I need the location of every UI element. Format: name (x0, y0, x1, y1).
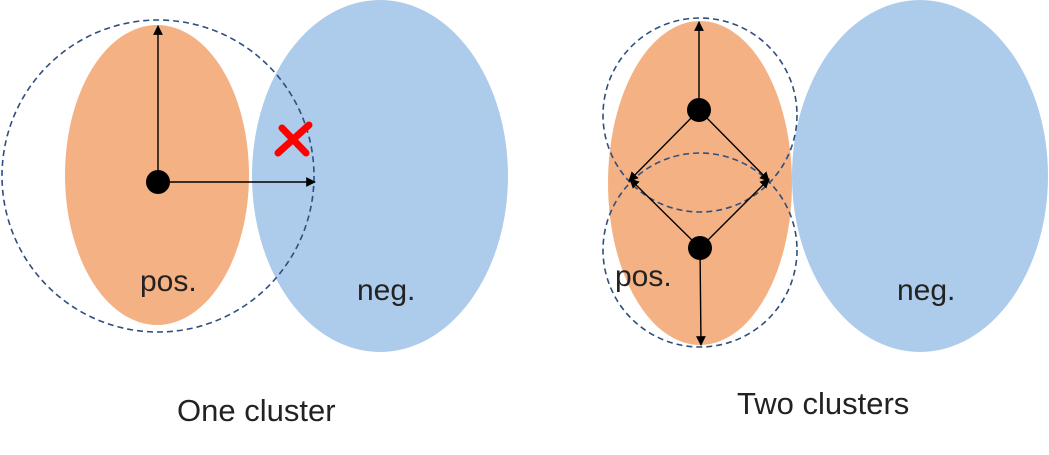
upper-arrow-left (628, 109, 700, 182)
cluster-center (146, 170, 170, 194)
positive-label: pos. (615, 260, 672, 293)
negative-region (252, 0, 508, 352)
upper-arrow-right (698, 109, 770, 182)
lower-arrow-left (629, 178, 701, 249)
cluster-center-upper (687, 98, 711, 122)
cluster-ball (1, 19, 315, 333)
cluster-ball-lower (602, 152, 798, 348)
red-x-icon (274, 121, 313, 157)
panel-one-cluster: pos. neg. One cluster (1, 0, 508, 428)
positive-label: pos. (140, 265, 197, 298)
caption-two-clusters: Two clusters (737, 386, 909, 421)
lower-arrow-right (699, 178, 770, 249)
negative-label: neg. (357, 274, 415, 307)
cluster-center-lower (688, 236, 712, 260)
caption-one-cluster: One cluster (177, 393, 336, 428)
negative-label: neg. (897, 274, 955, 307)
positive-region (608, 21, 792, 345)
cluster-ball-upper (602, 17, 798, 213)
lower-arrow-down (696, 247, 706, 346)
panel-two-clusters: pos. neg. Two clusters (602, 0, 1048, 421)
negative-region (792, 0, 1048, 352)
